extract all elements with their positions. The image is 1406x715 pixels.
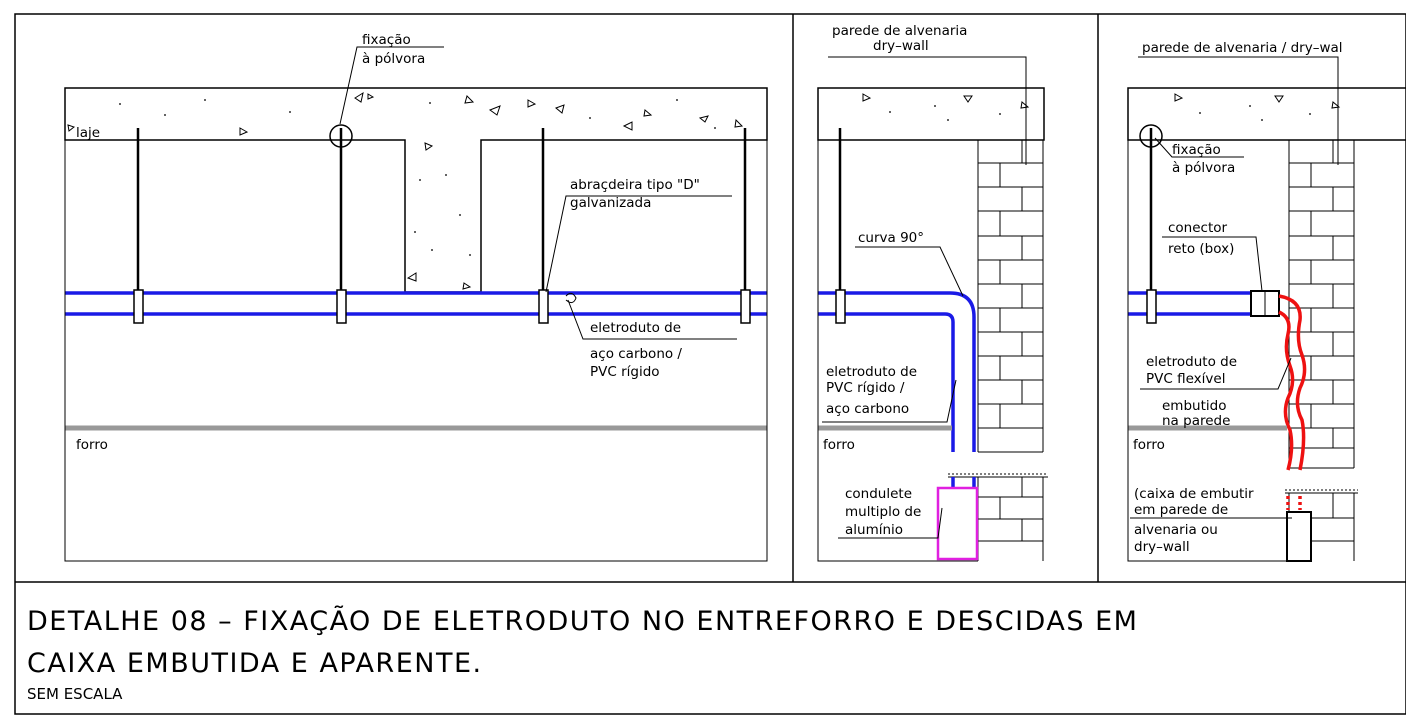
leader-fixacao-1 (339, 46, 444, 125)
label-caixa-4: dry–wall (1134, 539, 1190, 555)
leader-flex (1140, 357, 1292, 390)
label-abracadeira-1: abraçdeira tipo "D" (570, 177, 700, 193)
label-conector-2: reto (box) (1168, 241, 1234, 257)
label-eletroduto-a2: aço carbono / (590, 346, 682, 362)
label-caixa-2: em parede de (1134, 502, 1228, 518)
d-clamp-2 (336, 289, 347, 324)
label-eletroduto-b1: eletroduto de (826, 364, 917, 380)
label-embutido-2: na parede (1162, 413, 1230, 429)
label-fixacao-2: fixação (1172, 142, 1221, 158)
label-caixa-3: alvenaria ou (1134, 522, 1218, 538)
concrete-slab-mid (817, 87, 1045, 141)
label-parede-mid-2: dry–wall (873, 38, 929, 54)
d-clamp-3 (538, 289, 549, 324)
label-eletroduto-b3: aço carbono (826, 401, 909, 417)
d-clamp-right (1146, 289, 1157, 324)
label-condulete-1: condulete (845, 486, 912, 502)
label-condulete-2: multiplo de (845, 504, 921, 520)
flexible-conduit-2 (1278, 310, 1295, 471)
conduit-bend-inner (818, 312, 955, 452)
slab-aggregate (119, 91, 744, 290)
left-panel: laje forro fixação à pólvora abraçdeira … (64, 32, 768, 562)
leader-parede-right (1138, 56, 1339, 165)
powder-fixing-symbol (329, 124, 353, 148)
label-curva: curva 90° (858, 230, 924, 246)
room-outline-3 (1127, 88, 1289, 562)
drawing-frame (14, 13, 1406, 715)
right-panel: forro parede de alvenaria / dry–wal fixa… (1127, 40, 1406, 562)
leader-eletroduto-a (567, 299, 737, 340)
label-conector-1: conector (1168, 220, 1228, 236)
label-laje: laje (76, 125, 100, 141)
powder-fixing-symbol-right (1139, 124, 1163, 148)
flexible-conduit-1 (1278, 294, 1307, 471)
leader-curva (855, 246, 964, 297)
middle-panel: forro parede de alvenaria dry–wall curva… (817, 23, 1048, 562)
label-condulete-3: alumínio (845, 522, 903, 538)
conduit-bend-outer (818, 291, 976, 452)
label-eletroduto-b2: PVC rígido / (826, 380, 905, 396)
detail-title-line-2: CAIXA EMBUTIDA E APARENTE. (27, 648, 483, 679)
label-parede-right: parede de alvenaria / dry–wal (1142, 40, 1343, 56)
label-forro-3: forro (1133, 437, 1165, 453)
label-embutido-1: embutido (1162, 398, 1226, 414)
leader-parede-mid (828, 56, 1027, 165)
label-caixa-1: (caixa de embutir (1134, 486, 1254, 502)
leader-fixacao-2 (1154, 137, 1244, 158)
label-polvora-1: à pólvora (362, 51, 425, 67)
d-clamp-1 (133, 289, 144, 324)
leader-condulete (838, 507, 943, 539)
label-eletroduto-a3: PVC rígido (590, 364, 660, 380)
leader-conector (1162, 236, 1263, 292)
masonry-wall-right (1285, 140, 1358, 561)
room-outline-1 (64, 88, 768, 562)
leader-eletroduto-b (822, 379, 957, 423)
room-outline-2 (817, 88, 978, 562)
slab-aggregate-mid (862, 93, 1030, 121)
detail-title-line-1: DETALHE 08 – FIXAÇÃO DE ELETRODUTO NO EN… (27, 605, 1138, 637)
slab-aggregate-right (1174, 93, 1341, 121)
d-clamp-mid (835, 289, 846, 324)
label-forro-2: forro (823, 437, 855, 453)
embedded-box (1286, 511, 1312, 562)
label-fixacao-1: fixação (362, 32, 411, 48)
label-forro-1: forro (76, 437, 108, 453)
label-flex-2: PVC flexível (1146, 371, 1225, 387)
label-parede-mid-1: parede de alvenaria (832, 23, 967, 39)
masonry-wall-mid (948, 140, 1048, 561)
concrete-slab-right (1127, 87, 1406, 141)
label-abracadeira-2: galvanizada (570, 195, 651, 211)
condulete-box (936, 486, 979, 561)
label-flex-1: eletroduto de (1146, 354, 1237, 370)
leader-abracadeira (545, 195, 732, 293)
detail-scale-note: SEM ESCALA (27, 685, 123, 703)
label-eletroduto-a1: eletroduto de (590, 320, 681, 336)
label-polvora-2: à pólvora (1172, 160, 1235, 176)
d-clamp-4 (740, 289, 751, 324)
